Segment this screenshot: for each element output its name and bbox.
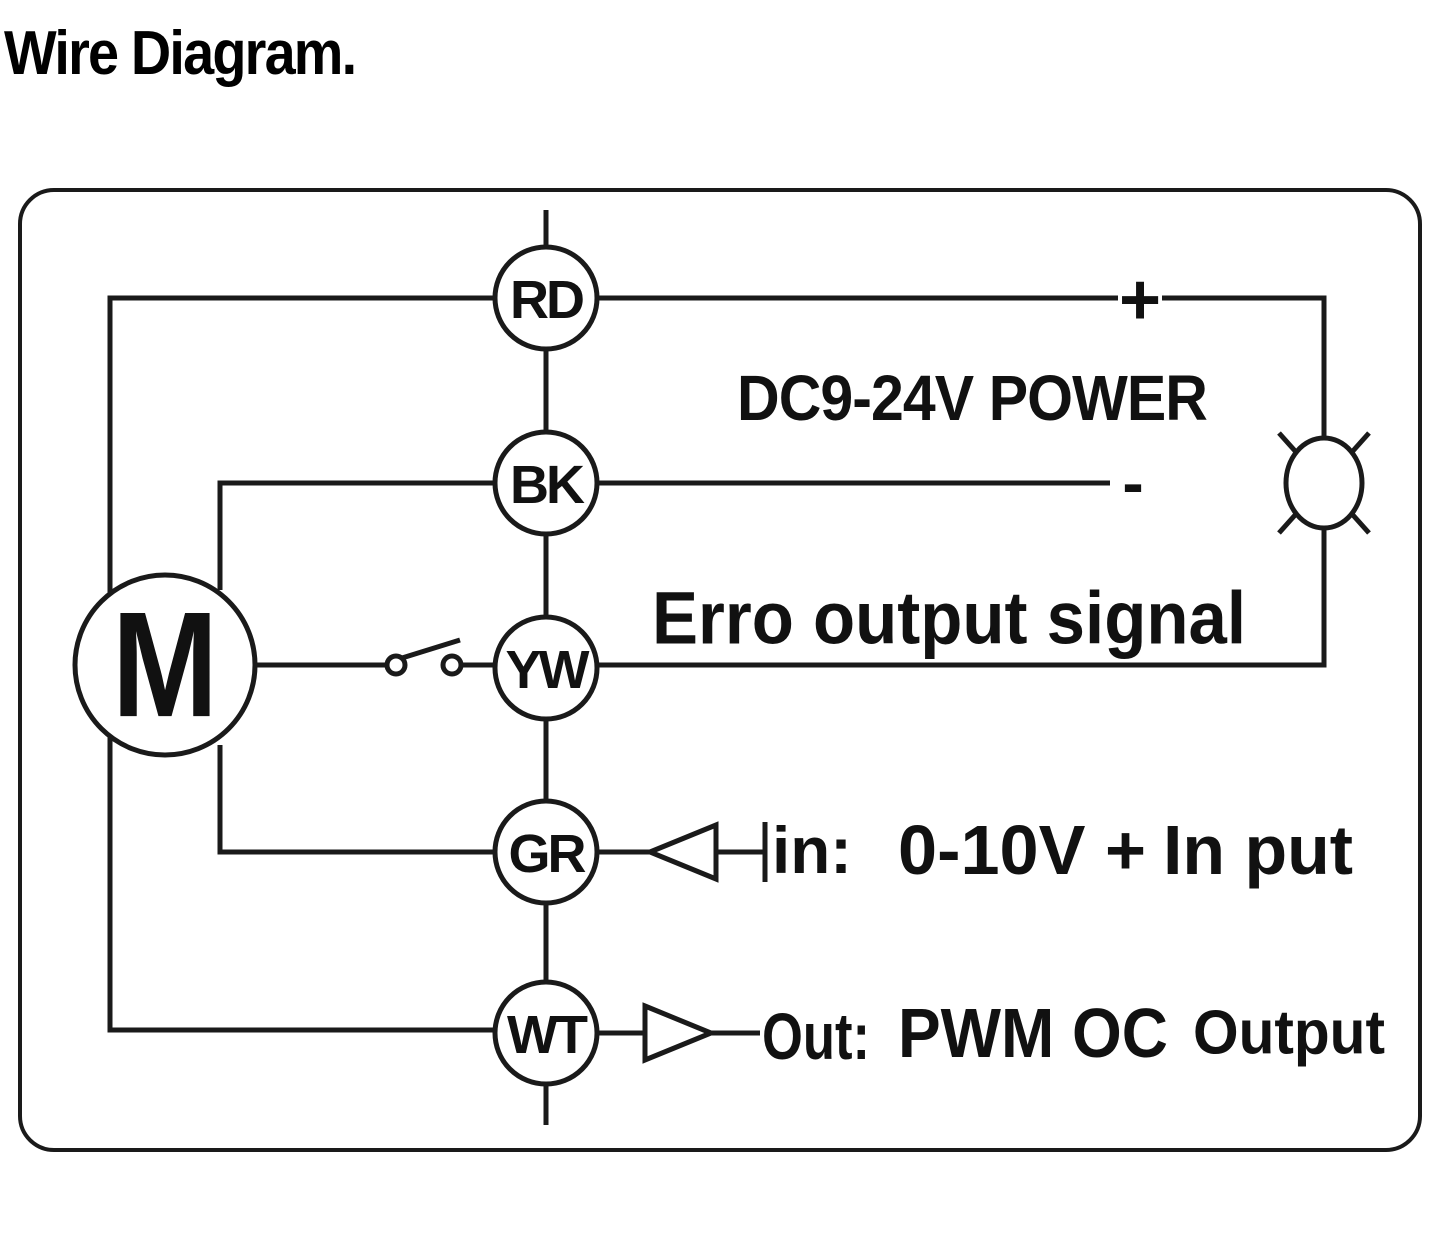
node-label: GR [509, 824, 586, 884]
power-label: DC9-24V POWER [737, 362, 1207, 434]
node-label: WT [507, 1005, 588, 1065]
node-label: RD [510, 270, 583, 330]
node-wt: WT [492, 979, 600, 1087]
input-range: 0-10V + [898, 811, 1146, 889]
node-gr: GR [492, 798, 600, 906]
page-title: Wire Diagram. [4, 19, 357, 88]
input-prefix: in: [772, 813, 852, 887]
error-signal-label: Erro output signal [652, 577, 1246, 660]
node-bk: BK [492, 429, 600, 537]
wire-gr-motor [217, 745, 496, 855]
wire-yw-lamp [597, 528, 1327, 668]
lamp-icon [1277, 431, 1371, 535]
output-highlight: Output [1193, 999, 1385, 1068]
power-plus-sign: + [1119, 260, 1161, 340]
node-rd: RD [492, 244, 600, 352]
node-label: YW [506, 640, 590, 700]
motor-circle [72, 572, 258, 758]
switch-icon [384, 637, 464, 677]
output-prefix: Out: [762, 999, 870, 1073]
diagram-frame [18, 188, 1422, 1152]
input-arrow-icon [643, 821, 768, 883]
wire-bk-motor [217, 480, 496, 590]
power-minus-sign: - [1122, 447, 1143, 519]
node-yw: YW [492, 614, 600, 722]
motor: M [72, 572, 258, 758]
node-label: BK [510, 455, 585, 515]
wire-plus-lamp [1162, 295, 1327, 445]
output-type: PWM OC [898, 994, 1168, 1072]
output-arrow-icon [642, 1002, 760, 1064]
input-highlight: In put [1163, 811, 1353, 889]
motor-label: M [112, 581, 218, 748]
